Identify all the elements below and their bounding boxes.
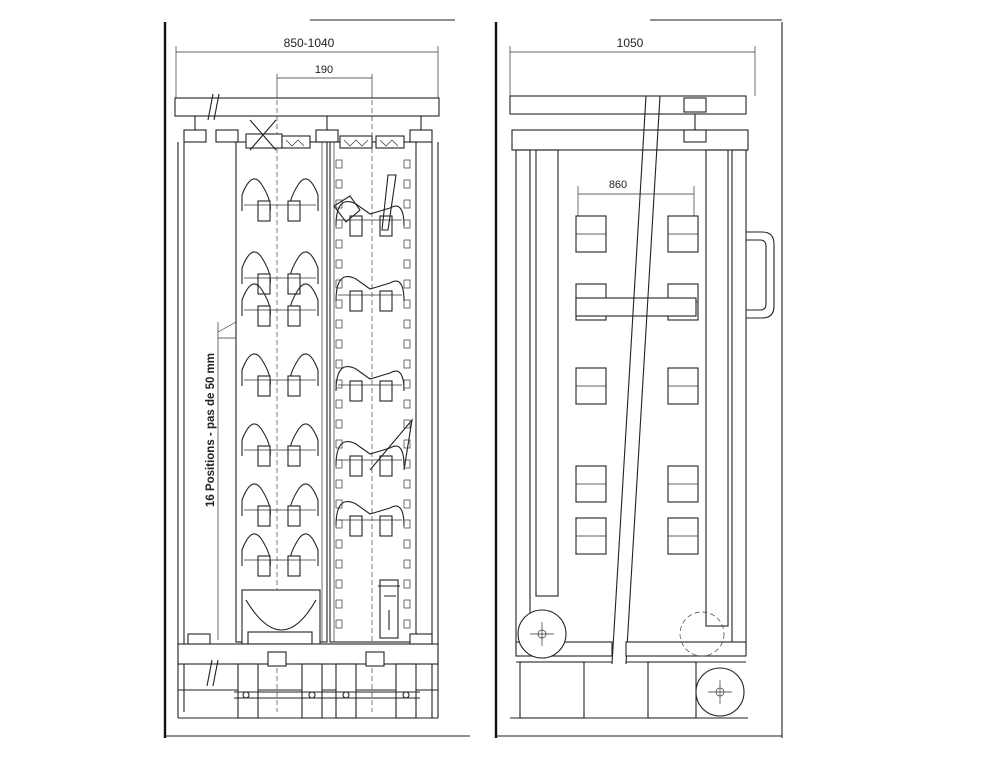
tool-holder	[335, 501, 405, 537]
side-top-beam	[509, 95, 747, 115]
tool-holder	[241, 283, 319, 327]
overall-width-label: 850-1040	[284, 36, 335, 50]
position-pitch-brackets	[217, 321, 237, 640]
front-wheel-right	[395, 663, 417, 719]
side-wheel-left	[517, 609, 567, 659]
front-left-column	[235, 141, 328, 643]
side-left-post	[515, 149, 531, 651]
left-column-tools	[241, 178, 319, 577]
tool-holder	[241, 533, 319, 577]
gooseneck-tool	[369, 418, 413, 471]
inner-spacing-label: 190	[315, 64, 333, 76]
side-view: 1050 860	[494, 19, 783, 738]
front-view: 850-1040 190	[163, 19, 470, 738]
handle	[746, 231, 775, 319]
side-right-post	[731, 149, 747, 651]
front-wheel-left	[237, 663, 259, 719]
front-top-beam	[174, 97, 440, 117]
right-column-tools	[333, 174, 413, 537]
side-cross-member	[575, 297, 697, 317]
inner-width-label: 860	[609, 179, 627, 191]
inner-width-dimension: 860	[577, 179, 695, 216]
positions-note: 16 Positions - pas de 50 mm	[205, 353, 217, 507]
tool-holder	[241, 353, 319, 397]
tool-holder	[335, 441, 405, 477]
tool-holder	[241, 483, 319, 527]
inner-spacing-dimension: 190	[276, 64, 373, 100]
side-wheel-right	[679, 611, 745, 717]
top-tool-holders	[245, 119, 405, 151]
side-shelf-blocks	[575, 215, 699, 555]
tool-holder	[241, 251, 319, 295]
overall-depth-dimension: 1050	[509, 36, 756, 96]
front-top-fitting	[183, 129, 207, 143]
overall-depth-label: 1050	[617, 36, 644, 50]
bottom-die	[241, 589, 321, 645]
front-right-column	[329, 141, 417, 643]
overall-width-dimension: 850-1040	[175, 36, 439, 100]
tool-holder	[335, 276, 405, 312]
front-base-assembly	[177, 633, 439, 719]
tool-holder	[241, 423, 319, 467]
tool-holder	[335, 366, 405, 402]
tool-holder	[241, 178, 319, 222]
side-top-rail	[511, 129, 749, 151]
column-index-pins	[335, 159, 411, 629]
knife-tool	[381, 174, 397, 231]
bottom-punch	[378, 579, 400, 639]
tool-holder	[335, 201, 405, 237]
